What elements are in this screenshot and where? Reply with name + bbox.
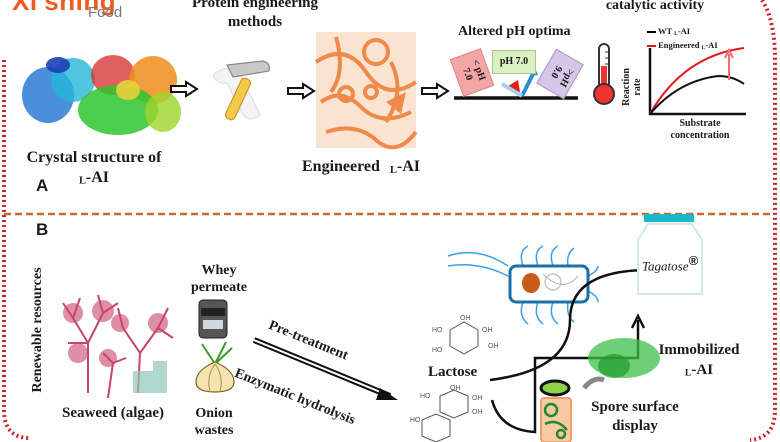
engineered-label-suffix: -AI <box>396 158 420 175</box>
onion-label: Onion wastes <box>184 405 244 439</box>
svg-text:OH: OH <box>488 343 499 350</box>
engineered-label: Engineered L-AI <box>302 158 420 176</box>
arrow-right-icon <box>170 80 199 98</box>
hammer-wrench-icon <box>212 60 270 121</box>
svg-text:HO: HO <box>410 417 421 424</box>
renewable-resources-label: Renewable resources <box>30 267 45 393</box>
legend-wt-swatch <box>647 31 656 34</box>
ph-box-neutral: pH 7.0 <box>492 50 536 74</box>
mini-chart <box>648 47 746 116</box>
whey-label: Whey permeate <box>184 262 254 296</box>
lactose-structure-bottom: OH HO OH OH HO <box>410 385 483 442</box>
ylabel-line2: rate <box>632 78 643 96</box>
crystal-structure-image <box>22 55 181 135</box>
tagatose-label: Tagatose® <box>642 253 698 274</box>
panel-a-label: A <box>36 176 49 195</box>
crystal-structure-label: Crystal structure of L-AI <box>14 148 174 192</box>
svg-text:HO: HO <box>432 327 443 334</box>
onion-line1: Onion <box>195 406 233 421</box>
legend-engineered-suffix: -AI <box>705 39 718 50</box>
arrow-right-icon <box>421 82 450 100</box>
engineered-curve <box>649 47 745 115</box>
svg-text:HO: HO <box>432 347 443 354</box>
spore-image <box>539 379 572 442</box>
arrow-right-icon <box>287 82 316 100</box>
thermometer-icon <box>593 43 615 105</box>
catalytic-title: catalytic activity <box>605 0 705 13</box>
svg-text:OH: OH <box>472 395 483 402</box>
crystal-label-line1: Crystal structure of <box>26 149 162 166</box>
legend-wt-prefix: L <box>674 30 678 37</box>
methods-line1: Protein engineering <box>192 0 318 11</box>
ylabel-line1: Reaction <box>621 68 632 106</box>
mini-chart-xlabel: Substrate concentration <box>650 118 750 142</box>
engineered-label-prefix: L <box>389 164 397 176</box>
spore-line2: display <box>612 418 658 434</box>
lactose-label: Lactose <box>428 364 478 380</box>
whey-container-image <box>198 299 228 339</box>
legend-engineered-swatch <box>647 44 656 47</box>
immobilized-enzyme-image <box>582 338 660 390</box>
tagatose-jar-image <box>637 214 703 295</box>
legend-engineered-name: Engineered <box>658 39 700 50</box>
spore-surface-label: Spore surface display <box>580 398 690 436</box>
spore-line1: Spore surface <box>591 399 679 415</box>
mini-chart-legend: WT L-AI Engineered L-AI <box>647 26 718 54</box>
onion-image <box>195 341 235 393</box>
methods-line2: methods <box>227 14 283 30</box>
legend-wt-suffix: -AI <box>677 26 691 36</box>
bacterium-image <box>447 245 599 325</box>
wt-curve <box>649 74 745 115</box>
svg-text:OH: OH <box>472 409 483 416</box>
panel-b-label: B <box>36 220 49 239</box>
legend-engineered: Engineered L-AI <box>647 40 718 54</box>
seaweed-image <box>62 294 174 399</box>
engineered-label-text: Engineered <box>302 158 380 175</box>
ph-optima-title: Altered pH optima <box>458 24 571 39</box>
crystal-label-prefix: L <box>78 175 86 187</box>
ph-box-neutral-text: pH 7.0 <box>499 56 529 67</box>
svg-text:OH: OH <box>482 327 493 334</box>
mini-chart-ylabel: Reaction rate <box>621 57 643 117</box>
legend-wt: WT L-AI <box>647 26 718 40</box>
logo-sub: Food <box>88 4 123 21</box>
xlabel-line2: concentration <box>670 130 730 141</box>
logo-brand: Xi'shing <box>12 0 117 16</box>
svg-text:OH: OH <box>450 385 461 392</box>
immobilized-prefix: L <box>684 367 692 379</box>
registered-icon: ® <box>688 253 699 268</box>
immobilized-label: Immobilized L-AI <box>652 340 746 383</box>
svg-text:HO: HO <box>420 393 431 400</box>
whey-line2: permeate <box>191 280 247 295</box>
methods-title: Protein engineering methods <box>170 0 340 32</box>
engineered-enzyme-image <box>314 32 418 150</box>
seaweed-label: Seaweed (algae) <box>62 405 165 421</box>
tagatose-text: Tagatose <box>642 258 689 274</box>
process-arrow <box>252 337 398 400</box>
legend-wt-name: WT <box>657 26 673 36</box>
immobilized-line1: Immobilized <box>658 342 740 358</box>
svg-text:OH: OH <box>460 315 471 322</box>
ph-seesaw-diagram <box>454 66 578 100</box>
onion-line2: wastes <box>194 423 234 438</box>
xlabel-line1: Substrate <box>679 118 721 129</box>
whey-line1: Whey <box>201 263 237 278</box>
legend-engineered-prefix: L <box>701 44 706 51</box>
immobilized-suffix: -AI <box>691 362 714 378</box>
crystal-label-suffix: -AI <box>85 169 110 186</box>
lactose-structure-top: OH HO OH HO OH <box>432 315 499 355</box>
